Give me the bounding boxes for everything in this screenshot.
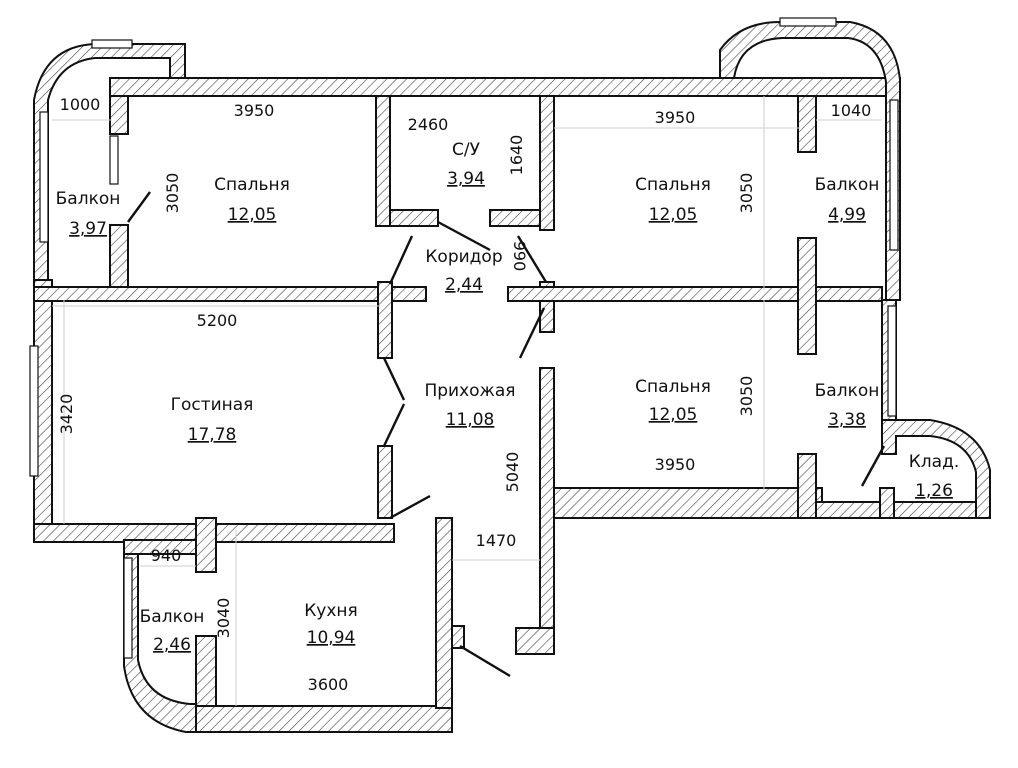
dim-living-depth: 3420 (57, 394, 76, 435)
room-name-bedroom-se: Спальня (635, 377, 711, 397)
window-ne-side (889, 99, 899, 251)
door-bathroom (437, 220, 491, 252)
dim-balcony-ne-width: 1040 (831, 101, 872, 120)
dim-corridor-width: 990 (510, 241, 529, 272)
door-bedroom-nw (388, 235, 414, 285)
dim-bathroom-depth: 1640 (507, 135, 526, 176)
dim-hall-length: 5040 (503, 452, 522, 493)
door-balcony-nw (127, 191, 151, 223)
room-area-balcony-nw: 3,97 (69, 219, 107, 239)
room-labels: Балкон 3,97 Спальня 12,05 С/У 3,94 Корид… (56, 140, 960, 655)
dim-hall-width: 1470 (476, 531, 517, 550)
window-nw-top (91, 39, 133, 49)
window-nw-side (39, 111, 49, 243)
room-name-balcony-nw: Балкон (56, 189, 121, 209)
room-name-hall: Прихожая (424, 381, 515, 401)
window-sw (123, 557, 133, 659)
dim-balcony-sw-width: 940 (151, 546, 182, 565)
room-area-hall: 11,08 (446, 410, 495, 430)
room-area-bedroom-nw: 12,05 (228, 205, 277, 225)
door-living-top (382, 357, 406, 401)
windows (29, 17, 899, 659)
dimension-labels: 1000 3950 3050 2460 1640 3950 3050 1040 … (57, 95, 871, 694)
window-nw-inner (109, 135, 119, 185)
room-area-balcony-e: 3,38 (828, 410, 866, 430)
door-bedroom-ne (516, 235, 548, 283)
dim-bedroom-nw-width: 3950 (234, 101, 275, 120)
dim-bathroom-width: 2460 (408, 115, 449, 134)
room-name-balcony-sw: Балкон (140, 607, 205, 627)
room-area-balcony-sw: 2,46 (153, 635, 191, 655)
doors (127, 191, 886, 678)
room-area-bedroom-se: 12,05 (649, 405, 698, 425)
dim-living-width: 5200 (197, 311, 238, 330)
room-name-bedroom-nw: Спальня (214, 175, 290, 195)
room-area-balcony-ne: 4,99 (828, 205, 866, 225)
window-ne-top (779, 17, 837, 27)
window-living (29, 345, 39, 477)
dim-kitchen-depth: 3040 (214, 598, 233, 639)
dim-kitchen-width: 3600 (308, 675, 349, 694)
dim-bedroom-ne-depth: 3050 (737, 173, 756, 214)
window-e-side (887, 305, 897, 417)
door-storage (860, 445, 886, 487)
room-area-storage: 1,26 (915, 481, 953, 501)
door-living-bottom (382, 403, 406, 447)
room-area-bedroom-ne: 12,05 (649, 205, 698, 225)
dim-bedroom-ne-width: 3950 (655, 108, 696, 127)
room-area-corridor: 2,44 (445, 275, 483, 295)
room-name-kitchen: Кухня (304, 601, 358, 621)
room-area-living: 17,78 (188, 425, 237, 445)
room-name-storage: Клад. (909, 452, 960, 472)
room-name-balcony-e: Балкон (815, 381, 880, 401)
guide-lines (52, 96, 882, 706)
room-area-bathroom: 3,94 (447, 169, 485, 189)
dim-bedroom-se-depth: 3050 (737, 376, 756, 417)
room-name-corridor: Коридор (425, 247, 502, 267)
dim-bedroom-nw-depth: 3050 (163, 173, 182, 214)
room-name-bathroom: С/У (452, 140, 481, 160)
room-name-living: Гостиная (171, 395, 254, 415)
dim-balcony-nw-width: 1000 (60, 95, 101, 114)
door-entrance (459, 644, 511, 678)
door-bedroom-se (518, 307, 546, 359)
door-kitchen (389, 494, 431, 520)
room-name-bedroom-ne: Спальня (635, 175, 711, 195)
dim-bedroom-se-width: 3950 (655, 455, 696, 474)
room-area-kitchen: 10,94 (307, 628, 356, 648)
room-name-balcony-ne: Балкон (815, 175, 880, 195)
